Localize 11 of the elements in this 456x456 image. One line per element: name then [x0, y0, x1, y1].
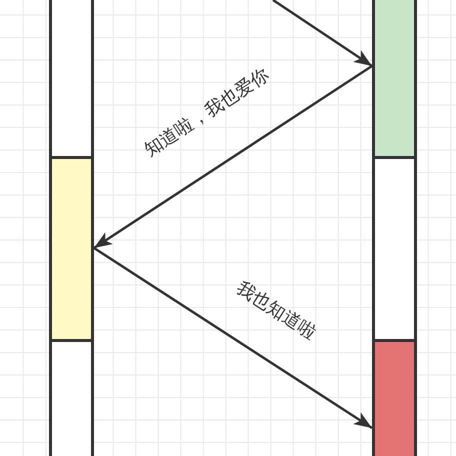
arrow — [93, 246, 373, 430]
bar-segment — [372, 0, 417, 159]
bar-segment — [49, 0, 94, 159]
bar-segment — [49, 339, 94, 456]
bar-segment — [372, 156, 417, 342]
bar-segment — [49, 156, 94, 342]
edge-label: 我也知道啦 — [232, 278, 320, 344]
bar-segment — [372, 339, 417, 456]
arrow — [272, 0, 373, 68]
edge-label: 知道啦，我也爱你 — [141, 65, 273, 161]
arrow — [93, 64, 373, 250]
